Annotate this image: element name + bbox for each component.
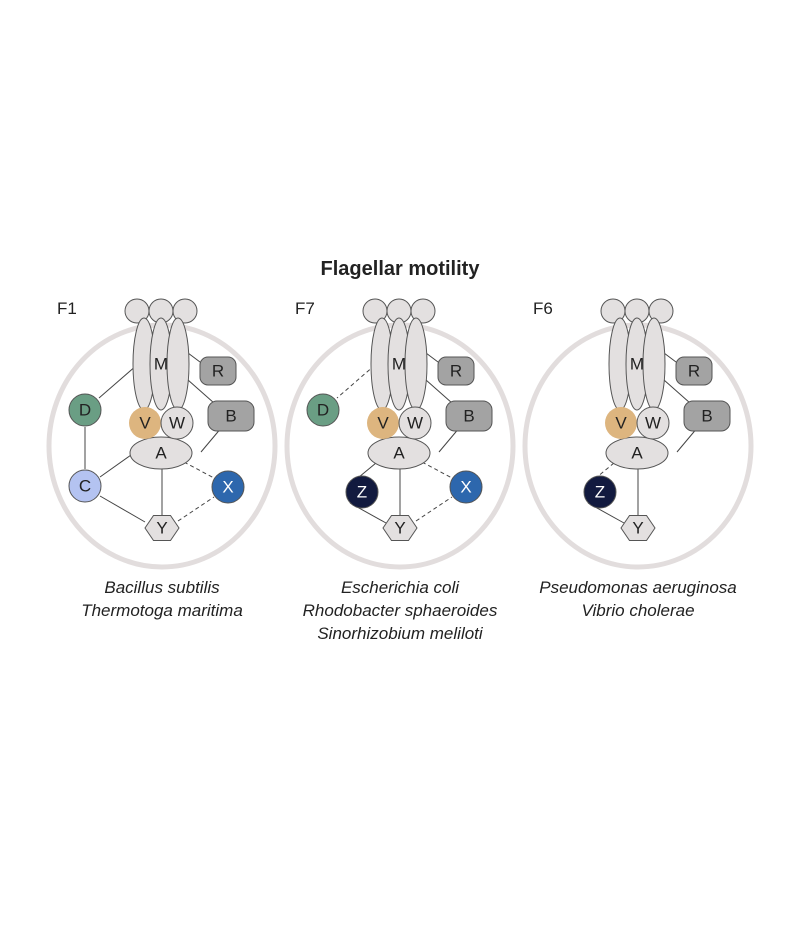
node-d: D xyxy=(79,401,91,420)
node-c-shape xyxy=(68,469,102,503)
node-r: R xyxy=(688,362,700,381)
node-z: Z xyxy=(357,483,367,502)
panel-label: F1 xyxy=(57,299,77,318)
node-b-box xyxy=(683,400,731,432)
node-v-shape xyxy=(129,407,161,439)
node-b: B xyxy=(225,407,236,426)
node-m: M xyxy=(630,355,644,374)
node-a-shape xyxy=(605,436,669,470)
node-x: X xyxy=(460,478,471,497)
edge-a-x xyxy=(183,461,215,479)
node-r-box xyxy=(199,356,237,386)
node-x-shape xyxy=(449,470,483,504)
flagellum-stalk-3 xyxy=(404,317,428,411)
flagellum-head-3 xyxy=(648,298,674,324)
node-m: M xyxy=(154,355,168,374)
edge-a-c xyxy=(99,454,132,478)
node-w-shape xyxy=(636,406,670,440)
species-name: Thermotoga maritima xyxy=(81,601,243,620)
node-z-shape xyxy=(583,475,617,509)
flagellum-head-3 xyxy=(410,298,436,324)
node-a-shape xyxy=(367,436,431,470)
edge-y-x xyxy=(177,496,215,522)
edge-m-d xyxy=(336,364,376,399)
species-name: Escherichia coli xyxy=(341,578,460,597)
node-a: A xyxy=(393,444,405,463)
flagellum-stalk-3 xyxy=(166,317,190,411)
node-d: D xyxy=(317,401,329,420)
node-w: W xyxy=(407,414,423,433)
node-a-shape xyxy=(129,436,193,470)
node-z: Z xyxy=(595,483,605,502)
node-x: X xyxy=(222,478,233,497)
species-name: Sinorhizobium meliloti xyxy=(317,624,484,643)
node-z-shape xyxy=(345,475,379,509)
species-name: Rhodobacter sphaeroides xyxy=(303,601,498,620)
edge-a-x xyxy=(421,461,453,479)
panel-label: F6 xyxy=(533,299,553,318)
node-a: A xyxy=(631,444,643,463)
edge-y-x xyxy=(415,496,453,522)
species-name: Bacillus subtilis xyxy=(104,578,220,597)
flagellum-stalk-3 xyxy=(642,317,666,411)
edge-m-b xyxy=(425,379,453,404)
node-r-box xyxy=(437,356,475,386)
edge-m-b xyxy=(663,379,691,404)
node-w-shape xyxy=(398,406,432,440)
node-b: B xyxy=(463,407,474,426)
species-name: Pseudomonas aeruginosa xyxy=(539,578,737,597)
node-w-shape xyxy=(160,406,194,440)
node-r: R xyxy=(212,362,224,381)
node-v: V xyxy=(139,414,151,433)
node-d-shape xyxy=(306,393,340,427)
node-y-shape xyxy=(382,515,418,541)
diagram-title: Flagellar motility xyxy=(320,258,480,280)
node-y-shape xyxy=(144,515,180,541)
panel-label: F7 xyxy=(295,299,315,318)
node-a: A xyxy=(155,444,167,463)
node-v: V xyxy=(615,414,627,433)
node-v-shape xyxy=(605,407,637,439)
edge-m-b xyxy=(187,379,215,404)
node-y: Y xyxy=(394,519,405,538)
edge-m-d xyxy=(98,364,138,399)
node-r: R xyxy=(450,362,462,381)
node-x-shape xyxy=(211,470,245,504)
flagellum-head-3 xyxy=(172,298,198,324)
node-m: M xyxy=(392,355,406,374)
node-w: W xyxy=(169,414,185,433)
node-r-box xyxy=(675,356,713,386)
species-name: Vibrio cholerae xyxy=(581,601,694,620)
node-b: B xyxy=(701,407,712,426)
node-c: C xyxy=(79,477,91,496)
node-d-shape xyxy=(68,393,102,427)
node-v-shape xyxy=(367,407,399,439)
node-y: Y xyxy=(632,519,643,538)
node-b-box xyxy=(445,400,493,432)
node-y-shape xyxy=(620,515,656,541)
node-v: V xyxy=(377,414,389,433)
node-b-box xyxy=(207,400,255,432)
node-y: Y xyxy=(156,519,167,538)
node-w: W xyxy=(645,414,661,433)
edge-c-y xyxy=(99,495,146,523)
